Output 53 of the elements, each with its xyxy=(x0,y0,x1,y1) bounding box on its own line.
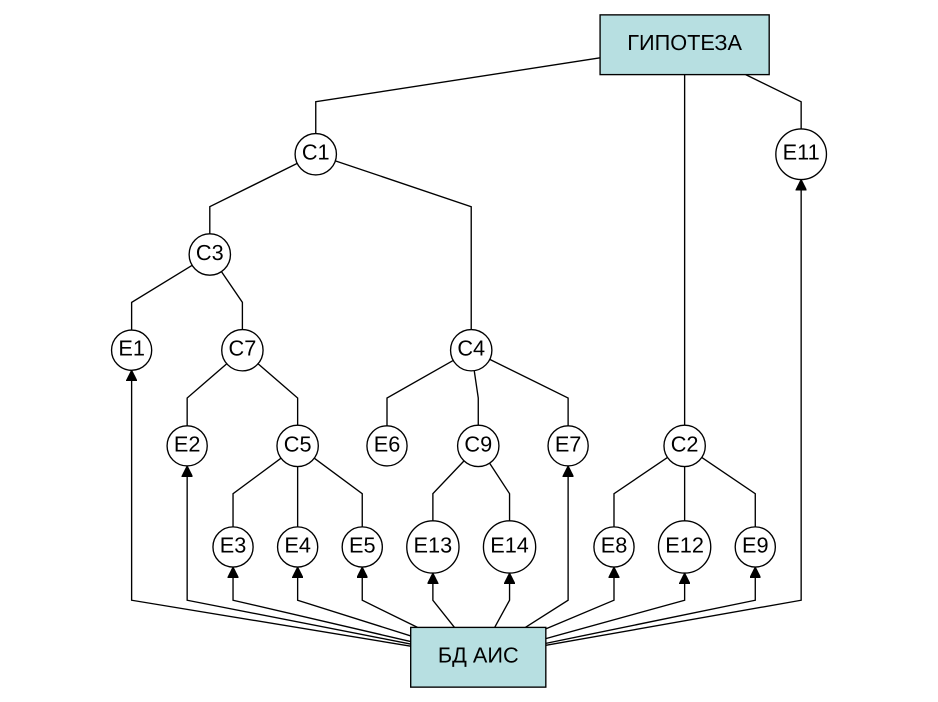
arrow xyxy=(546,566,762,644)
node-box: ГИПОТЕЗА xyxy=(599,14,770,76)
arrow xyxy=(426,572,456,628)
connector xyxy=(386,360,454,426)
node-circle: E14 xyxy=(482,520,536,574)
arrow xyxy=(524,465,574,628)
arrow xyxy=(356,566,418,628)
node-circle: C4 xyxy=(450,328,493,372)
node-circle: E1 xyxy=(110,329,152,371)
node-box: БД АИС xyxy=(410,626,546,688)
arrow xyxy=(546,572,691,640)
node-circle: C3 xyxy=(188,233,232,276)
connector xyxy=(220,271,244,330)
connector xyxy=(613,456,668,527)
connector xyxy=(130,264,193,330)
connector xyxy=(701,456,756,527)
connector xyxy=(432,460,465,521)
node-circle: C9 xyxy=(456,424,500,468)
node-circle: E4 xyxy=(276,526,318,568)
node-circle: C2 xyxy=(663,424,706,468)
connector xyxy=(745,74,802,129)
node-circle: C7 xyxy=(221,328,264,372)
connector xyxy=(209,162,298,234)
connector xyxy=(489,358,569,426)
connector xyxy=(684,74,686,426)
node-circle: E11 xyxy=(775,128,828,180)
node-circle: E2 xyxy=(166,425,208,467)
connector xyxy=(296,466,298,527)
node-circle: E6 xyxy=(366,425,408,467)
node-circle: C5 xyxy=(276,424,319,468)
arrow xyxy=(126,370,411,647)
connector xyxy=(314,458,363,527)
connector xyxy=(186,363,228,426)
arrow xyxy=(292,566,411,637)
connector xyxy=(258,363,298,426)
connector xyxy=(474,370,479,426)
connector xyxy=(684,466,686,521)
connector xyxy=(315,57,600,134)
node-circle: E13 xyxy=(406,520,460,574)
node-circle: E9 xyxy=(734,526,776,568)
node-circle: C1 xyxy=(294,132,338,176)
connector xyxy=(489,462,510,521)
arrow xyxy=(546,566,620,630)
connector xyxy=(335,160,472,330)
connector xyxy=(232,458,282,527)
node-circle: E3 xyxy=(212,526,254,568)
arrow xyxy=(181,465,411,645)
node-circle: E7 xyxy=(547,425,589,467)
node-circle: E5 xyxy=(341,526,383,568)
node-circle: E12 xyxy=(658,520,712,574)
arrow xyxy=(494,572,516,628)
node-circle: E8 xyxy=(593,526,635,568)
arrow xyxy=(227,566,411,642)
